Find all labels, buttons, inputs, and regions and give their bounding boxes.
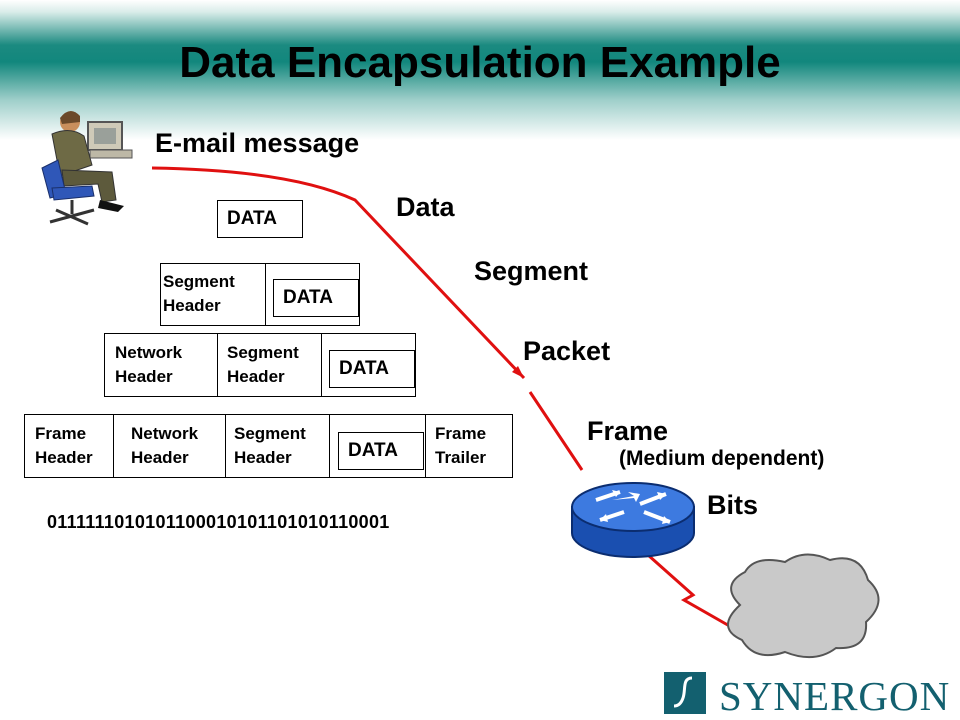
bit-string: 0111111010101100010101101010110001 xyxy=(47,512,390,532)
divider xyxy=(265,264,266,325)
segment-header-line1: Segment xyxy=(163,272,235,291)
frame-trailer-cell: Frame Trailer xyxy=(435,422,486,470)
cloud-icon xyxy=(727,553,880,659)
path-router-to-cloud xyxy=(647,553,741,634)
logo-text: SYNERGON xyxy=(719,673,951,719)
logo-mark-icon xyxy=(664,672,706,714)
person-at-computer-icon xyxy=(41,110,133,226)
segment-header-line2: Header xyxy=(227,367,285,386)
divider xyxy=(217,334,218,396)
frame-trailer-line2: Trailer xyxy=(435,448,487,467)
label-bits: Bits xyxy=(707,490,759,520)
segment-row: Segment Header DATA xyxy=(160,263,360,326)
label-medium-dependent: (Medium dependent) xyxy=(619,447,825,470)
divider xyxy=(225,415,226,477)
segment-header-cell: Segment Header xyxy=(227,341,299,389)
path-frame-to-router xyxy=(528,391,584,471)
label-segment: Segment xyxy=(474,256,589,286)
page-title: Data Encapsulation Example xyxy=(179,38,781,87)
network-header-cell: Network Header xyxy=(131,422,198,470)
frame-trailer-line1: Frame xyxy=(435,424,487,443)
label-frame: Frame xyxy=(587,416,669,446)
frame-header-line1: Frame xyxy=(35,424,87,443)
frame-header-line2: Header xyxy=(35,448,93,467)
packet-data-box: DATA xyxy=(329,350,415,388)
network-header-line1: Network xyxy=(131,424,199,443)
network-header-line2: Header xyxy=(131,448,189,467)
packet-data-label: DATA xyxy=(339,358,389,379)
segment-data-label: DATA xyxy=(283,287,333,308)
segment-header-cell: Segment Header xyxy=(234,422,306,470)
divider xyxy=(113,415,114,477)
frame-data-label: DATA xyxy=(348,440,398,461)
divider xyxy=(321,334,322,396)
segment-header-line2: Header xyxy=(234,448,292,467)
packet-row: Network Header Segment Header DATA xyxy=(104,333,416,397)
divider xyxy=(329,415,330,477)
segment-header-line1: Segment xyxy=(227,343,299,362)
data-box-label: DATA xyxy=(227,208,277,229)
frame-header-cell: Frame Header xyxy=(35,422,93,470)
label-packet: Packet xyxy=(523,336,611,366)
network-header-cell: Network Header xyxy=(115,341,182,389)
segment-header-line1: Segment xyxy=(234,424,306,443)
segment-header-line2: Header xyxy=(163,296,221,315)
label-data: Data xyxy=(396,192,455,222)
network-header-line1: Network xyxy=(115,343,183,362)
label-email-message: E-mail message xyxy=(155,128,360,158)
divider xyxy=(425,415,426,477)
header-band xyxy=(0,0,960,140)
router-icon xyxy=(571,482,695,558)
data-box: DATA xyxy=(217,200,303,238)
network-header-line2: Header xyxy=(115,367,173,386)
segment-data-box: DATA xyxy=(273,279,359,317)
frame-row: Frame Header Network Header Segment Head… xyxy=(24,414,513,478)
path-arrowhead xyxy=(512,366,524,378)
frame-data-box: DATA xyxy=(338,432,424,470)
path-email-to-packet xyxy=(151,166,526,380)
segment-header-cell: Segment Header xyxy=(163,270,235,318)
